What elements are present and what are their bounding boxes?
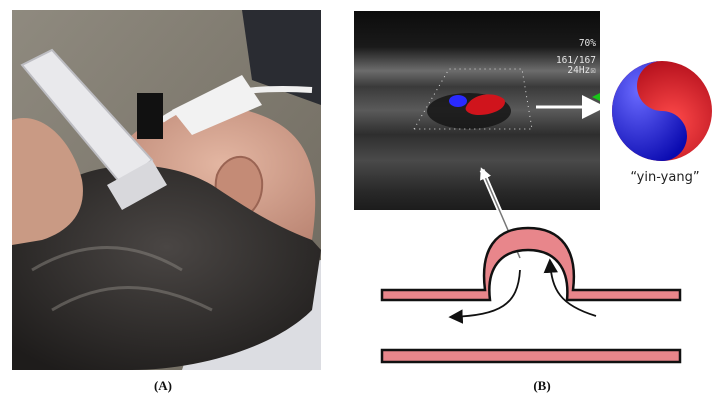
rate-readout: 24Hz☒ bbox=[567, 66, 596, 76]
ultrasound-scan-graphic bbox=[354, 11, 600, 210]
doppler-blue-flow bbox=[449, 95, 467, 107]
aneurysm-vessel-diagram bbox=[382, 228, 680, 362]
panel-b-label: (B) bbox=[527, 378, 557, 394]
inflow-arrow bbox=[550, 262, 596, 316]
panel-a-label: (A) bbox=[148, 378, 178, 394]
yin-yang-sphere bbox=[612, 61, 712, 161]
patient-exam-photo bbox=[12, 10, 321, 370]
yin-yang-caption: “yin-yang” bbox=[610, 170, 720, 185]
ultrasound-image: 70% 161/167 24Hz☒ bbox=[354, 11, 600, 210]
gain-readout: 70% bbox=[579, 39, 596, 49]
outflow-arrow bbox=[452, 270, 520, 317]
